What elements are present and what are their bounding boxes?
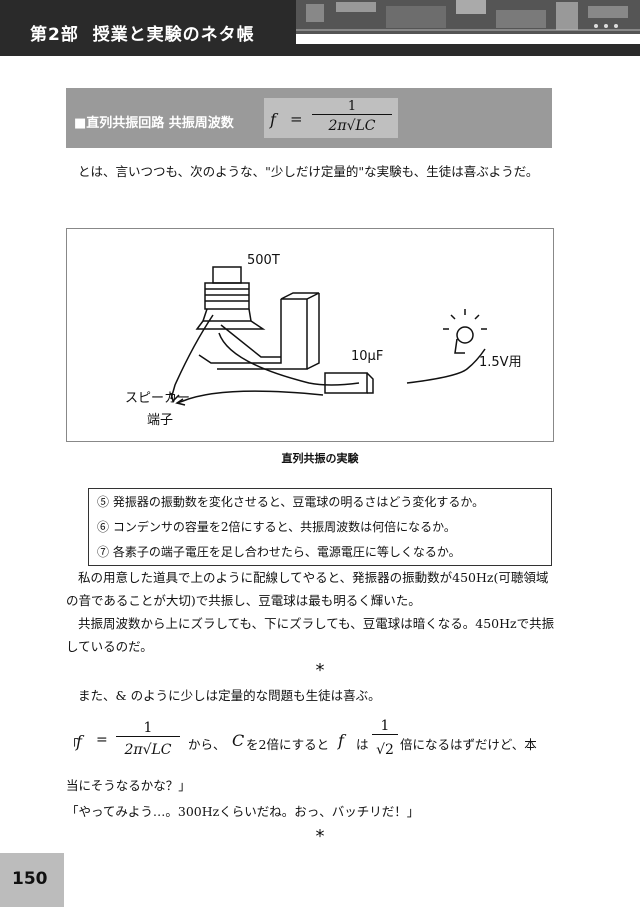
text-ha: は <box>356 737 369 752</box>
formula2-denominator: 2π√LC <box>124 742 172 758</box>
page-number: 150 <box>12 869 48 889</box>
formula-equals: = <box>290 110 303 128</box>
question-7: ⑦ 各素子の端子電圧を足し合わせたら、電源電圧に等しくなるか。 <box>97 545 461 559</box>
header-chapter: 授業と実験のネタ帳 <box>92 25 255 45</box>
figure-caption: 直列共振の実験 <box>281 452 359 465</box>
label-bulb-voltage: 1.5V用 <box>479 355 522 370</box>
section-separator-1: * <box>315 660 325 681</box>
formula2-numerator: 1 <box>116 720 180 737</box>
ratio-denominator: √2 <box>376 742 394 758</box>
wire-to-cap <box>218 332 360 386</box>
bulb-drawing <box>443 309 487 354</box>
page-number-box: 150 <box>0 853 64 907</box>
question-line-2: 当にそうなるかな？」 <box>66 778 191 793</box>
iron-core-drawing <box>198 292 320 370</box>
capacitor-drawing <box>324 372 368 394</box>
section-banner: ■直列共振回路 共振周波数 f = 1 2π√LC <box>66 88 552 148</box>
wire-left <box>170 314 214 400</box>
section-separator-2: * <box>315 826 325 847</box>
paragraph-4: 「やってみよう…。300Hzくらいだね。おっ、バッチリだ！」 <box>66 804 420 819</box>
paragraph-2: 共振周波数から上にズラしても、下にズラしても、豆電球は暗くなる。450Hzで共振… <box>66 616 555 654</box>
wire-cap-bulb <box>406 348 486 384</box>
label-speaker: スピーカー <box>125 391 191 406</box>
experiment-figure: 500T 10μF 1.5V用 スピーカー 端子 <box>66 228 554 442</box>
text-double: を2倍にすると <box>246 737 330 752</box>
formula2-f: f <box>76 732 82 751</box>
ratio-numerator: 1 <box>372 718 398 735</box>
circuit-sketch <box>170 266 487 406</box>
paragraph-1: 私の用意した道具で上のように配線してやると、発振器の振動数が450Hz(可聴領域… <box>66 570 549 608</box>
questions-box: ⑤ 発振器の振動数を変化させると、豆電球の明るさはどう変化するか。 ⑥ コンデン… <box>88 488 552 566</box>
formula-f: f <box>270 110 276 129</box>
intro-paragraph: とは、言いつつも、次のような、"少しだけ定量的"な実験も、生徒は喜ぶようだ。 <box>78 164 539 179</box>
coil-drawing <box>195 266 266 330</box>
paragraph-3: また、& のように少しは定量的な問題も生徒は喜ぶ。 <box>78 688 381 703</box>
header-title: 第2部 授業と実験のネタ帳 <box>30 20 255 45</box>
formula-denominator: 2π√LC <box>328 118 376 134</box>
formula2-equals: = <box>96 732 108 748</box>
label-500t: 500T <box>247 253 280 268</box>
formula-numerator: 1 <box>312 99 392 115</box>
formula2-f2: f <box>338 731 344 750</box>
question-formula-line: 「 f = 1 2π√LC から、 C を2倍にすると f は 1 √2 倍にな… <box>66 718 556 770</box>
section-title: ■直列共振回路 共振周波数 <box>74 116 234 131</box>
wire-bottom <box>176 390 324 404</box>
resonance-formula: f = 1 2π√LC <box>264 98 398 138</box>
label-10uf: 10μF <box>351 349 384 364</box>
open-quote: 「 <box>66 737 79 752</box>
text-kara: から、 <box>188 737 226 752</box>
text-end: 倍になるはずだけど、本 <box>400 737 537 752</box>
header-stripe <box>296 34 640 44</box>
formula2-c: C <box>232 731 245 750</box>
question-6: ⑥ コンデンサの容量を2倍にすると、共振周波数は何倍になるか。 <box>97 520 456 534</box>
question-5: ⑤ 発振器の振動数を変化させると、豆電球の明るさはどう変化するか。 <box>97 495 485 509</box>
label-terminal: 端子 <box>147 413 174 428</box>
header-circuit-board-image <box>296 0 640 34</box>
circuit-board-graphic <box>296 0 640 34</box>
header-part: 第2部 <box>30 25 79 45</box>
